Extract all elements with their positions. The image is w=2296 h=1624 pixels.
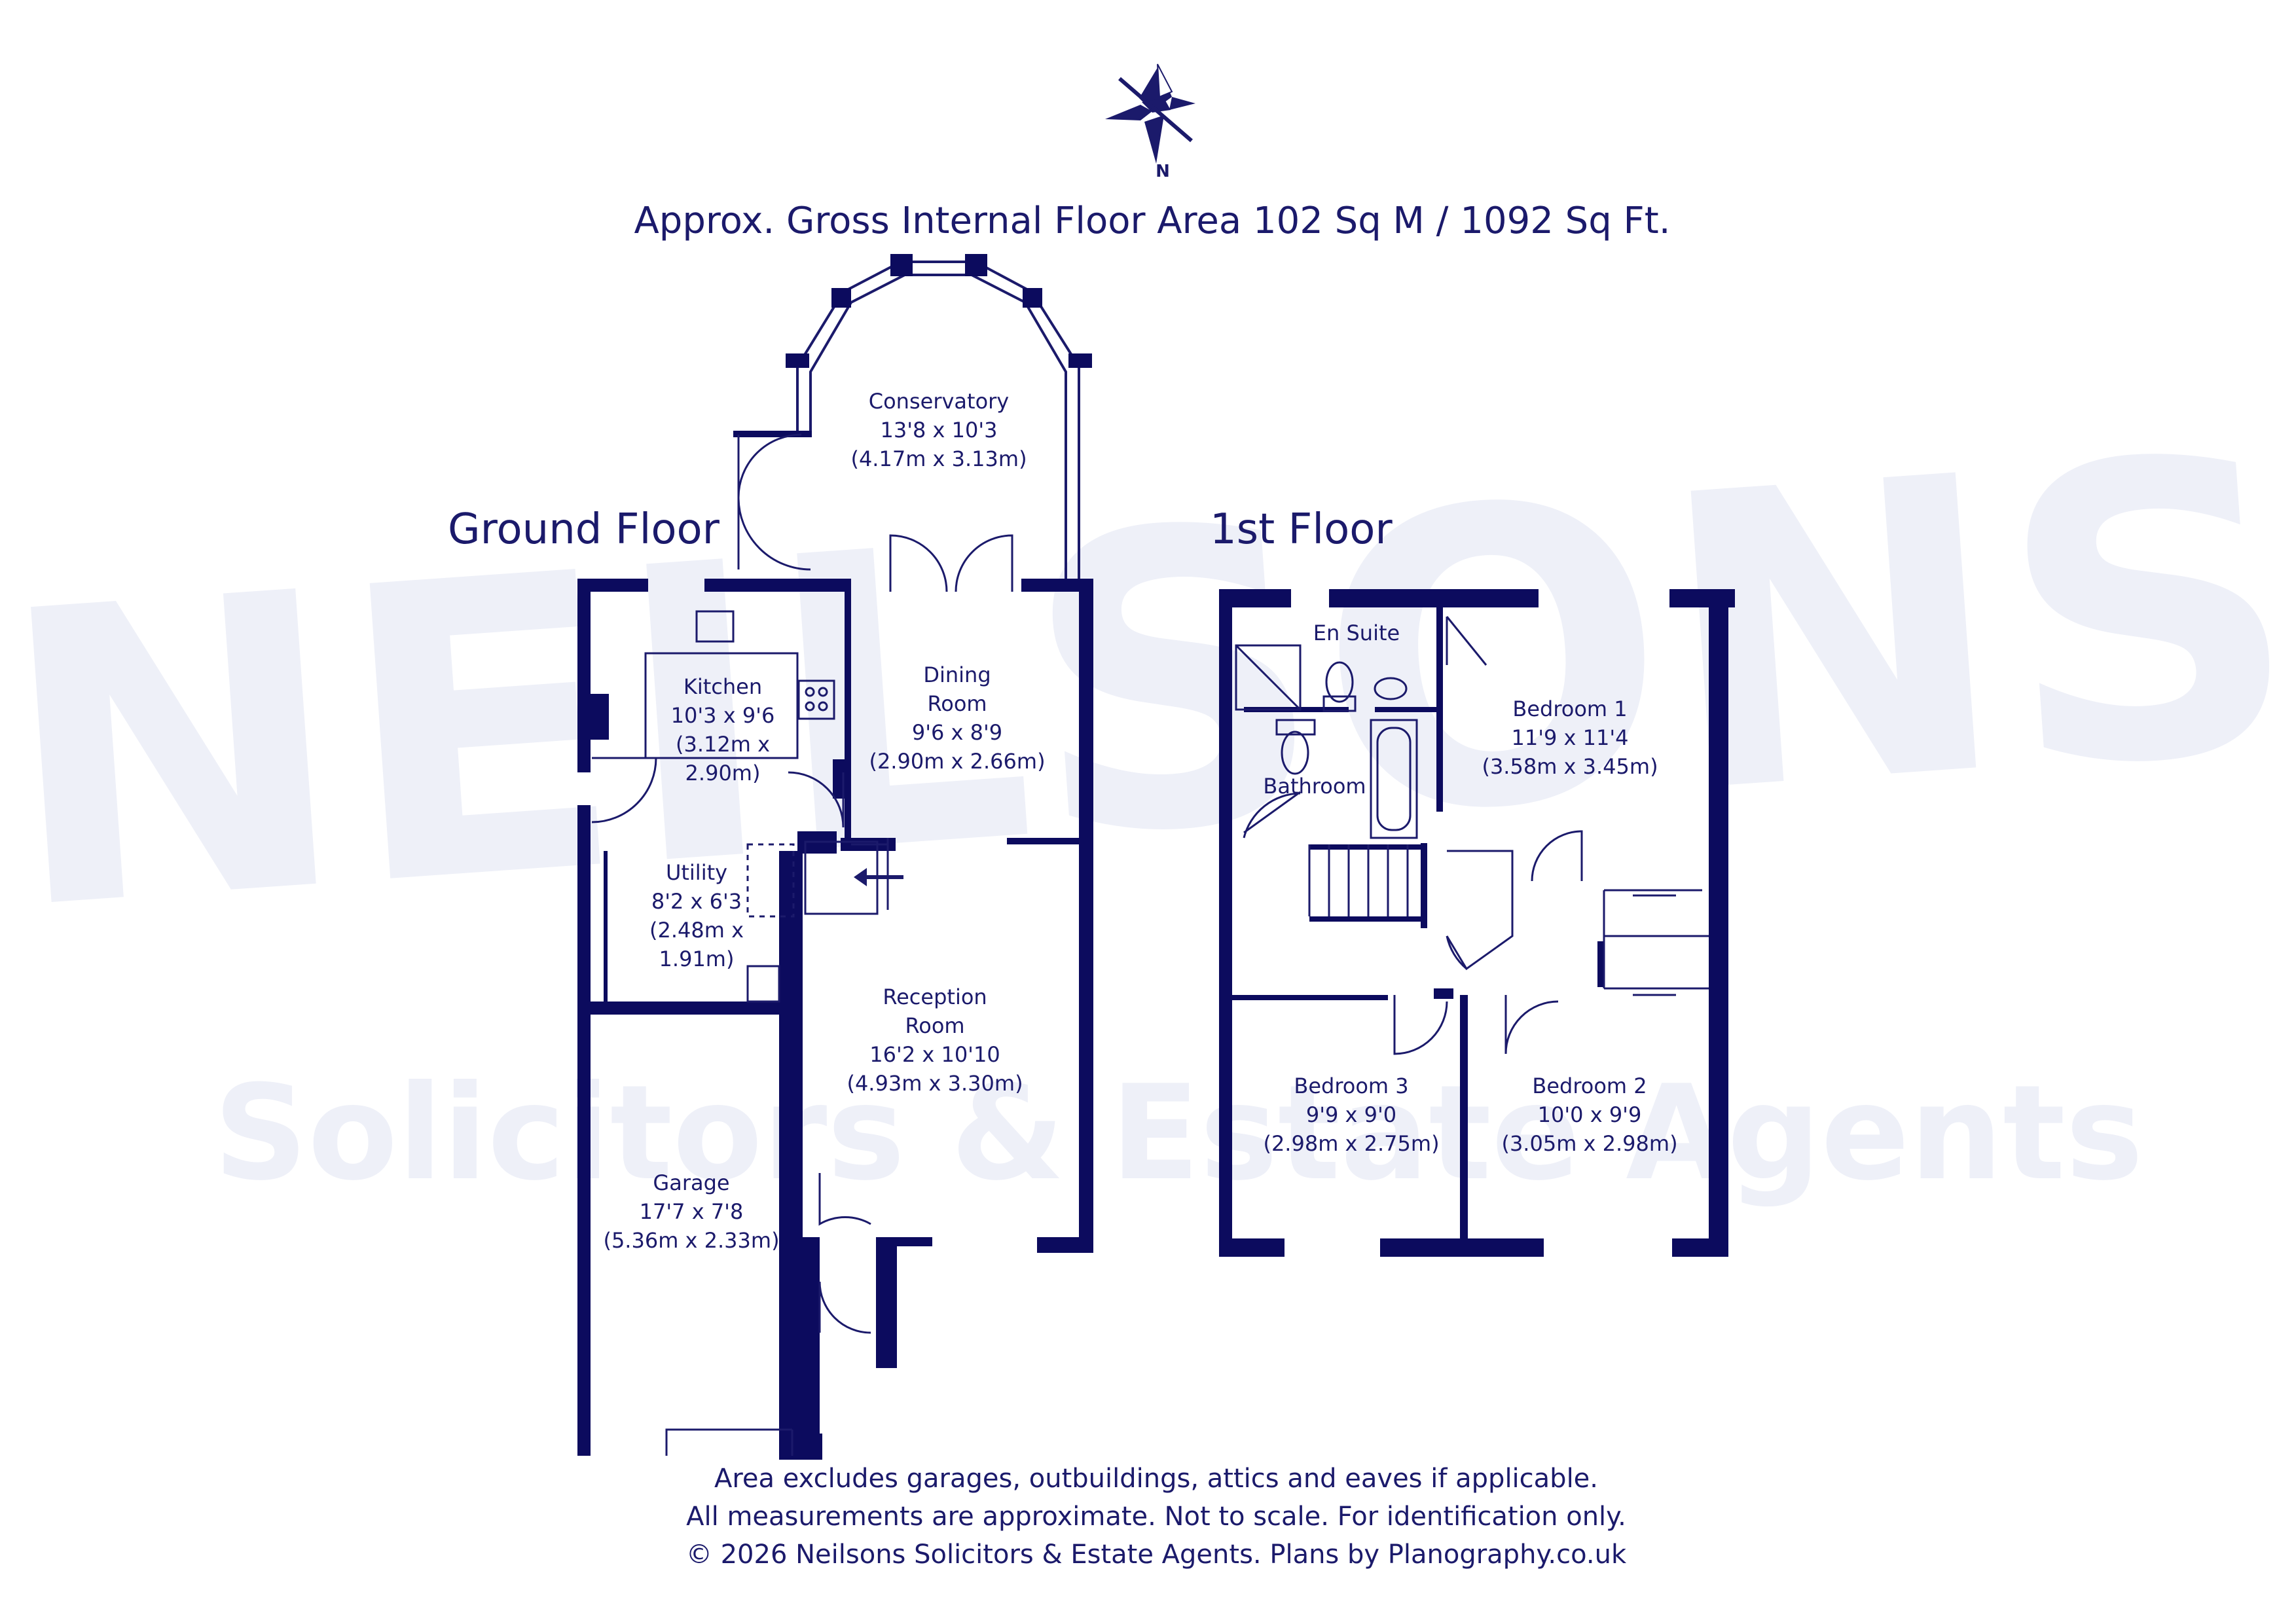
room-name: Conservatory xyxy=(869,389,1009,414)
room-garage: Garage 17'7 x 7'8 (5.36m x 2.33m) xyxy=(603,1170,779,1253)
room-size-metric: (4.17m x 3.13m) xyxy=(850,446,1027,471)
room-ensuite: En Suite xyxy=(1313,621,1400,645)
room-name: Garage xyxy=(653,1170,729,1195)
watermark: NEILSONS Solicitors & Estate Agents xyxy=(0,370,2296,1210)
room-reception: Reception Room 16'2 x 10'10 (4.93m x 3.3… xyxy=(847,984,1023,1096)
compass-north-icon: N xyxy=(1105,63,1195,181)
stairs-arrow-icon xyxy=(854,868,903,886)
room-name-2: Room xyxy=(905,1013,964,1038)
room-name: Bathroom xyxy=(1263,774,1366,799)
ground-floor: Ground Floor xyxy=(448,254,1093,1460)
room-size-imperial: 11'9 x 11'4 xyxy=(1511,725,1628,750)
room-name: Bedroom 2 xyxy=(1532,1074,1647,1098)
first-floor-fittings xyxy=(1235,644,1709,996)
room-size-metric: (2.90m x 2.66m) xyxy=(869,749,1045,774)
room-utility: Utility 8'2 x 6'3 (2.48m x 1.91m) xyxy=(649,860,744,971)
first-floor: 1st Floor xyxy=(1210,505,1735,1257)
footer-line-1: Area excludes garages, outbuildings, att… xyxy=(714,1464,1598,1494)
room-bedroom-3: Bedroom 3 9'9 x 9'0 (2.98m x 2.75m) xyxy=(1263,1074,1439,1156)
room-size-imperial: 16'2 x 10'10 xyxy=(869,1042,1000,1067)
room-size-metric: (4.93m x 3.30m) xyxy=(847,1071,1023,1096)
conservatory-piers xyxy=(733,254,1092,437)
ground-floor-walls xyxy=(577,579,1093,1460)
watermark-brand: NEILSONS xyxy=(0,370,2296,1001)
floor-area-title: Approx. Gross Internal Floor Area 102 Sq… xyxy=(634,200,1670,242)
room-size-imperial: 8'2 x 6'3 xyxy=(651,889,742,914)
room-size-metric: (5.36m x 2.33m) xyxy=(603,1228,779,1253)
room-size-metric-1: (2.48m x xyxy=(649,918,744,943)
room-size-metric-2: 2.90m) xyxy=(685,761,761,785)
room-size-imperial: 9'6 x 8'9 xyxy=(912,720,1002,745)
room-size-metric: (3.58m x 3.45m) xyxy=(1482,754,1658,779)
ground-floor-label: Ground Floor xyxy=(448,505,720,554)
footer-line-2: All measurements are approximate. Not to… xyxy=(686,1502,1626,1532)
ground-floor-doors xyxy=(591,433,1013,1334)
room-name: Bedroom 3 xyxy=(1294,1074,1408,1098)
room-name: Bedroom 1 xyxy=(1512,696,1627,721)
first-floor-doors xyxy=(1243,616,1583,1055)
room-size-imperial: 17'7 x 7'8 xyxy=(640,1199,744,1224)
room-name: Utility xyxy=(666,860,727,885)
room-size-imperial: 10'0 x 9'9 xyxy=(1538,1102,1642,1127)
ground-floor-fittings xyxy=(644,610,889,1456)
watermark-tagline: Solicitors & Estate Agents xyxy=(213,1057,2143,1210)
room-name-1: Reception xyxy=(883,984,987,1009)
footer-line-3: © 2026 Neilsons Solicitors & Estate Agen… xyxy=(686,1540,1627,1570)
room-dining: Dining Room 9'6 x 8'9 (2.90m x 2.66m) xyxy=(869,662,1045,774)
footer-notes: Area excludes garages, outbuildings, att… xyxy=(686,1464,1627,1570)
room-bathroom: Bathroom xyxy=(1263,774,1366,799)
first-floor-label: 1st Floor xyxy=(1210,505,1393,554)
room-size-imperial: 13'8 x 10'3 xyxy=(880,418,997,442)
first-floor-walls xyxy=(1219,589,1735,1257)
room-size-imperial: 9'9 x 9'0 xyxy=(1306,1102,1396,1127)
room-name: Kitchen xyxy=(683,674,762,699)
room-name-2: Room xyxy=(927,691,987,716)
room-name: En Suite xyxy=(1313,621,1400,645)
room-size-imperial: 10'3 x 9'6 xyxy=(671,703,775,728)
room-conservatory: Conservatory 13'8 x 10'3 (4.17m x 3.13m) xyxy=(850,389,1027,471)
room-bedroom-1: Bedroom 1 11'9 x 11'4 (3.58m x 3.45m) xyxy=(1482,696,1658,779)
room-kitchen: Kitchen 10'3 x 9'6 (3.12m x 2.90m) xyxy=(671,674,775,785)
room-size-metric-2: 1.91m) xyxy=(659,947,735,971)
compass-label: N xyxy=(1156,162,1170,181)
room-name-1: Dining xyxy=(923,662,991,687)
room-size-metric: (2.98m x 2.75m) xyxy=(1263,1131,1439,1156)
room-size-metric: (3.05m x 2.98m) xyxy=(1501,1131,1677,1156)
room-size-metric-1: (3.12m x xyxy=(676,732,770,757)
room-bedroom-2: Bedroom 2 10'0 x 9'9 (3.05m x 2.98m) xyxy=(1501,1074,1677,1156)
